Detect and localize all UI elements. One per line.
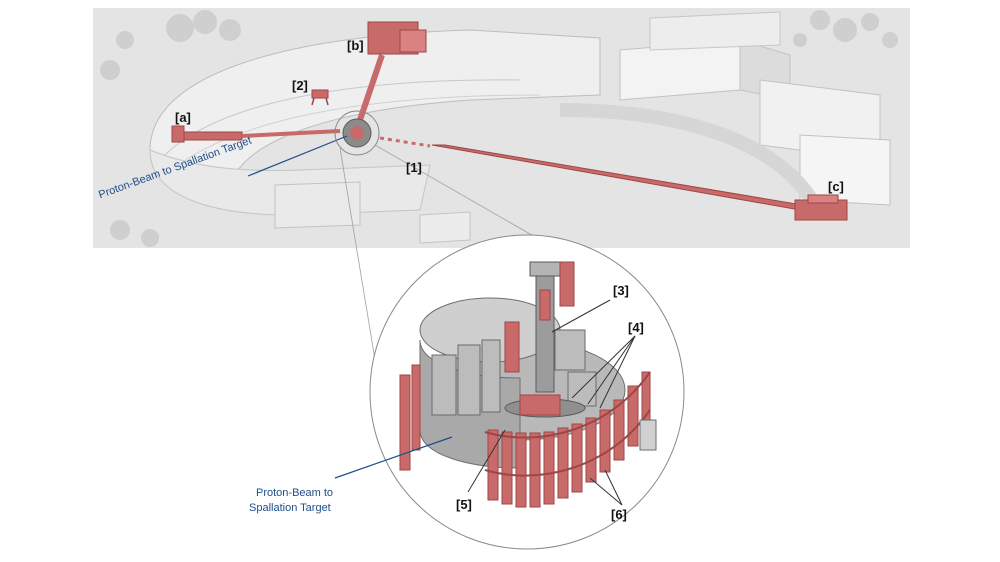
label-6: [6] xyxy=(611,507,627,522)
label-2: [2] xyxy=(292,78,308,93)
proton-beam-label-bottom-line1: Proton-Beam to xyxy=(256,487,334,499)
guides-fan xyxy=(487,371,651,508)
proton-beam-line-top xyxy=(247,135,348,177)
label-3: [3] xyxy=(613,283,629,298)
instruments-aerial xyxy=(171,21,848,221)
label-b: [b] xyxy=(347,38,364,53)
insert-red-1 xyxy=(504,321,520,373)
zoom-source-circle xyxy=(334,110,380,156)
proton-beam-label-bottom-line2: Spallation Target xyxy=(249,502,331,514)
main-hall xyxy=(149,29,601,186)
label-c: [c] xyxy=(828,179,844,194)
leader-lines xyxy=(467,299,636,506)
label-4: [4] xyxy=(628,320,644,335)
proton-beam-line-bottom xyxy=(334,436,453,479)
instrument-2 xyxy=(311,89,329,106)
label-a: [a] xyxy=(175,110,191,125)
moderator-red xyxy=(519,394,561,416)
label-5: [5] xyxy=(456,497,472,512)
vegetation xyxy=(100,10,898,247)
instrument-1-line xyxy=(379,136,431,148)
aerial-view xyxy=(93,8,910,248)
label-1: [1] xyxy=(406,160,422,175)
detail-view xyxy=(369,234,685,550)
instrument-b-arm xyxy=(357,54,385,121)
